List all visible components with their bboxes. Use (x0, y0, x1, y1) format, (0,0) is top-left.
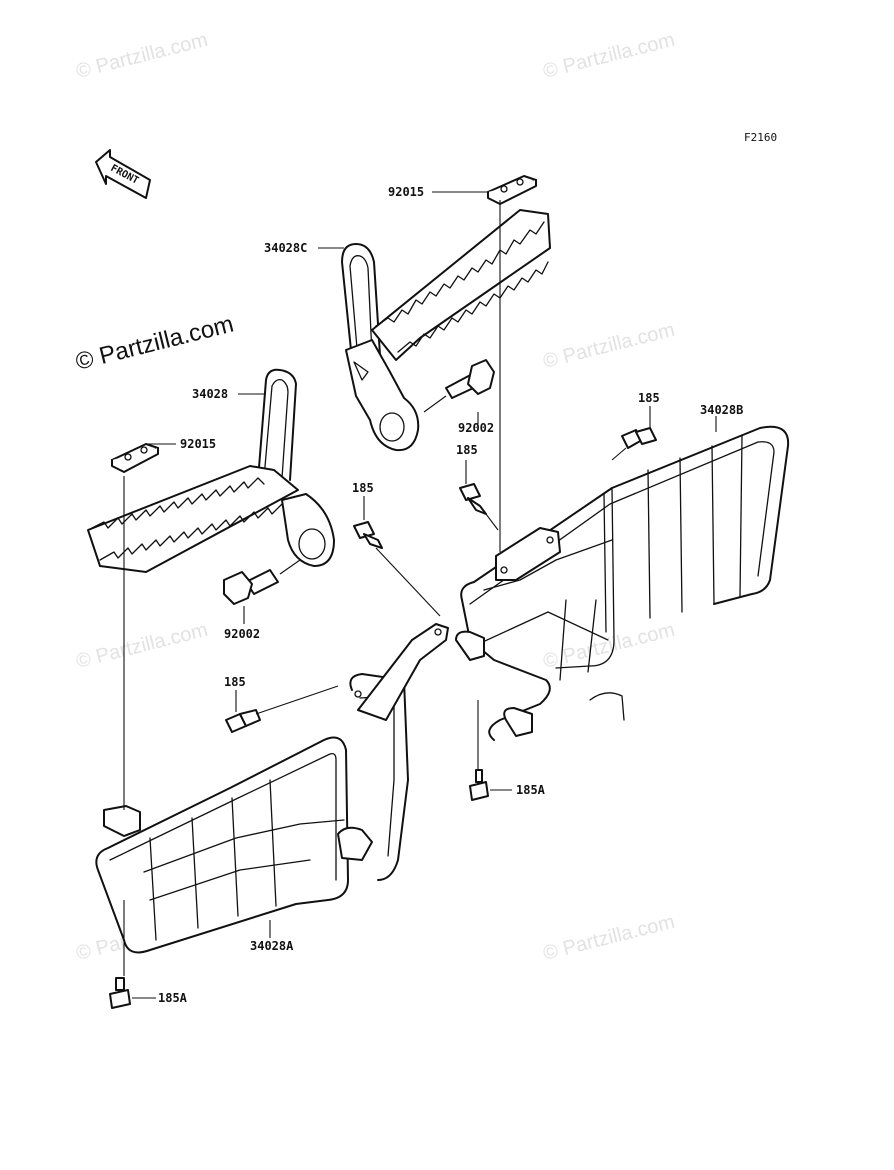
label-92015-top: 92015 (388, 185, 424, 199)
bolt-185-mid-drawing (459, 483, 487, 515)
figure-code: F2160 (744, 131, 777, 144)
bolt-185a-left-drawing (109, 977, 131, 1009)
watermark-mid-right: © Partzilla.com (541, 319, 677, 373)
label-185-center: 185 (352, 481, 374, 495)
front-arrow-icon: FRONT (95, 149, 151, 199)
label-92002-left: 92002 (224, 627, 260, 641)
label-185-left: 185 (224, 675, 246, 689)
pad-left-drawing (111, 443, 159, 473)
part-labels: 92015 34028C 34028 92015 92002 185 34028… (158, 185, 743, 1005)
bolt-185a-right-drawing (469, 769, 489, 801)
label-185-mid: 185 (456, 443, 478, 457)
pad-top-drawing (487, 175, 537, 205)
bolt-top-drawing (445, 359, 495, 399)
watermark-prominent: © Partzilla.com (73, 311, 236, 376)
label-185a-right: 185A (516, 783, 546, 797)
label-34028a: 34028A (250, 939, 294, 953)
watermark-mid-left: © Partzilla.com (74, 619, 210, 673)
watermark-top-right: © Partzilla.com (541, 29, 677, 83)
bolt-185-top-drawing (621, 427, 657, 449)
footrest-right-drawing (341, 209, 551, 452)
guard-right-drawing (455, 425, 790, 741)
bolt-left-drawing (223, 569, 279, 605)
label-92015-left: 92015 (180, 437, 216, 451)
label-185a-left: 185A (158, 991, 188, 1005)
label-34028c: 34028C (264, 241, 307, 255)
label-92002-top: 92002 (458, 421, 494, 435)
leader-lines (123, 191, 717, 999)
label-34028b: 34028B (700, 403, 743, 417)
watermark-bottom-right: © Partzilla.com (541, 911, 677, 965)
watermark-top-left: © Partzilla.com (74, 29, 210, 83)
label-34028: 34028 (192, 387, 228, 401)
bolt-185-left-drawing (225, 709, 261, 733)
label-185-top: 185 (638, 391, 660, 405)
guard-left-drawing (95, 623, 449, 954)
footrest-left-drawing (87, 368, 335, 573)
bolt-185-center-drawing (353, 521, 383, 549)
